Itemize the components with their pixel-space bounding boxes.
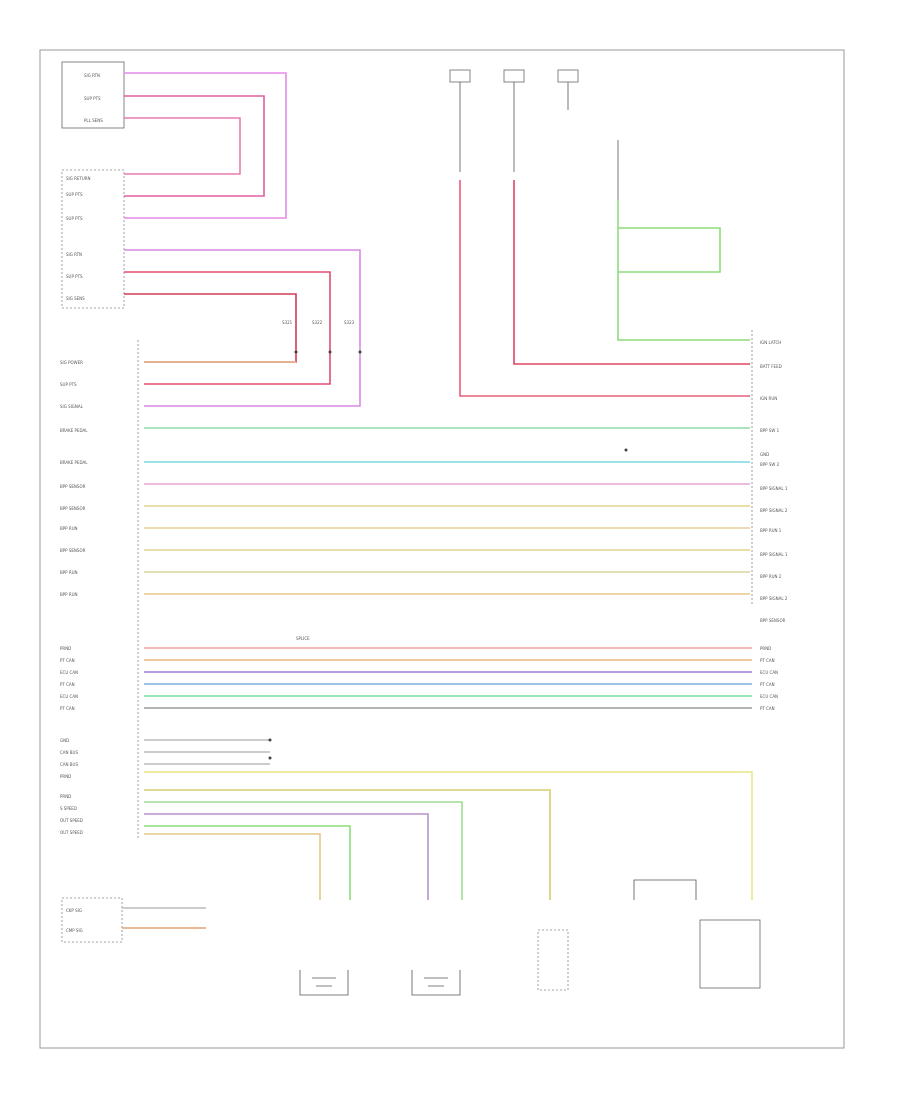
svg-text:OUT SPEED: OUT SPEED [60, 818, 83, 823]
svg-text:CKP SIG: CKP SIG [66, 908, 82, 913]
svg-text:BPP SIGNAL 1: BPP SIGNAL 1 [760, 486, 788, 491]
svg-text:BPP SENSOR: BPP SENSOR [60, 484, 86, 489]
svg-text:PT CAN: PT CAN [60, 706, 75, 711]
pcm-connector: SIG POWER SUP PTS SIG SIGNAL BRAKE PEDAL… [60, 340, 139, 840]
clutch-interlock [699, 919, 761, 989]
svg-text:BPP SW 2: BPP SW 2 [760, 462, 780, 467]
svg-text:SUP PTS: SUP PTS [66, 192, 83, 197]
svg-text:IGN LATCH: IGN LATCH [760, 340, 781, 345]
wire-group-pcm-signals [144, 361, 750, 595]
svg-text:PT CAN: PT CAN [760, 682, 775, 687]
clutter-component: CKP SIG CMP SIG [61, 897, 206, 943]
svg-text:BPP SENSOR: BPP SENSOR [60, 548, 86, 553]
svg-text:SIG SENS: SIG SENS [66, 296, 85, 301]
svg-text:S321: S321 [282, 320, 293, 325]
front-control-module: IGN LATCH BATT FEED IGN RUN BPP SW 1 GND… [751, 330, 788, 623]
clockspring: SIG RETURN SUP PTS SUP PTS SIG RTN SUP P… [61, 169, 125, 309]
svg-text:BPP SW 1: BPP SW 1 [760, 428, 780, 433]
svg-text:ECU CAN: ECU CAN [60, 670, 78, 675]
svg-text:BPP RUN 2: BPP RUN 2 [760, 574, 782, 579]
svg-text:BPP SENSOR: BPP SENSOR [60, 506, 86, 511]
svg-text:BPP SIGNAL 2: BPP SIGNAL 2 [760, 596, 788, 601]
wire-group-grounds [144, 738, 272, 765]
svg-text:SIG RTN: SIG RTN [84, 73, 100, 78]
svg-text:ECU CAN: ECU CAN [760, 670, 778, 675]
svg-text:SIG RTN: SIG RTN [66, 252, 82, 257]
fuse-top-1 [449, 69, 471, 172]
svg-text:SIG RETURN: SIG RETURN [66, 176, 91, 181]
svg-text:PT CAN: PT CAN [60, 682, 75, 687]
svg-text:BRAKE PEDAL: BRAKE PEDAL [60, 460, 88, 465]
svg-text:PT CAN: PT CAN [760, 658, 775, 663]
svg-text:BPP RUN 1: BPP RUN 1 [760, 528, 782, 533]
wire-group-switch-loops [124, 72, 361, 407]
fuse-top-3 [557, 69, 579, 110]
power-control-switch: SIG RTN SUP PTS PLL SENS [61, 61, 125, 129]
fuse-ground [633, 879, 697, 900]
svg-text:ECU CAN: ECU CAN [760, 694, 778, 699]
wire-group-can-bus: PRND PT CAN ECU CAN PT CAN ECU CAN PT CA… [144, 636, 778, 711]
svg-text:BATT FEED: BATT FEED [760, 364, 782, 369]
svg-text:BPP SENSOR: BPP SENSOR [760, 618, 786, 623]
svg-text:PRND: PRND [60, 794, 71, 799]
out-speed-sensor [299, 970, 349, 996]
svg-text:GND: GND [760, 452, 769, 457]
svg-text:SIG SIGNAL: SIG SIGNAL [60, 404, 84, 409]
svg-text:BRAKE PEDAL: BRAKE PEDAL [60, 428, 88, 433]
svg-text:PRND: PRND [760, 646, 771, 651]
svg-text:SUP PTS: SUP PTS [66, 274, 83, 279]
svg-text:SUP PTS: SUP PTS [60, 382, 77, 387]
svg-text:PRND: PRND [60, 774, 71, 779]
svg-text:ECU CAN: ECU CAN [60, 694, 78, 699]
svg-text:S SPEED: S SPEED [60, 806, 77, 811]
svg-text:BPP RUN: BPP RUN [60, 526, 78, 531]
svg-text:SPLICE: SPLICE [296, 636, 310, 641]
splice-group: S321 S322 S323 [282, 320, 362, 354]
svg-text:IGN RUN: IGN RUN [760, 396, 777, 401]
trans-range-sensor [537, 929, 569, 991]
svg-text:S323: S323 [344, 320, 355, 325]
svg-text:PT CAN: PT CAN [60, 658, 75, 663]
svg-text:SUP PTS: SUP PTS [66, 216, 83, 221]
fuse-top-2 [503, 69, 525, 172]
svg-text:BPP RUN: BPP RUN [60, 570, 78, 575]
svg-text:OUT SPEED: OUT SPEED [60, 830, 83, 835]
svg-text:PT CAN: PT CAN [760, 706, 775, 711]
svg-text:SIG POWER: SIG POWER [60, 360, 83, 365]
svg-text:PLL SENS: PLL SENS [84, 118, 103, 123]
svg-text:SUP PTS: SUP PTS [84, 96, 101, 101]
svg-text:CAN BUS: CAN BUS [60, 750, 78, 755]
svg-text:PRND: PRND [60, 646, 71, 651]
wire-group-sensor-feeds [144, 771, 753, 900]
svg-text:CAN BUS: CAN BUS [60, 762, 78, 767]
svg-text:CMP SIG: CMP SIG [66, 928, 83, 933]
in-speed-sensor [411, 970, 461, 996]
svg-text:BPP SIGNAL 1: BPP SIGNAL 1 [760, 552, 788, 557]
svg-text:S322: S322 [312, 320, 323, 325]
svg-text:BPP SIGNAL 2: BPP SIGNAL 2 [760, 508, 788, 513]
ground-point [624, 448, 628, 452]
wire-group-fuse-feeds [459, 180, 750, 397]
diagram-frame [39, 49, 845, 1049]
svg-text:GND: GND [60, 738, 69, 743]
svg-text:BPP RUN: BPP RUN [60, 592, 78, 597]
